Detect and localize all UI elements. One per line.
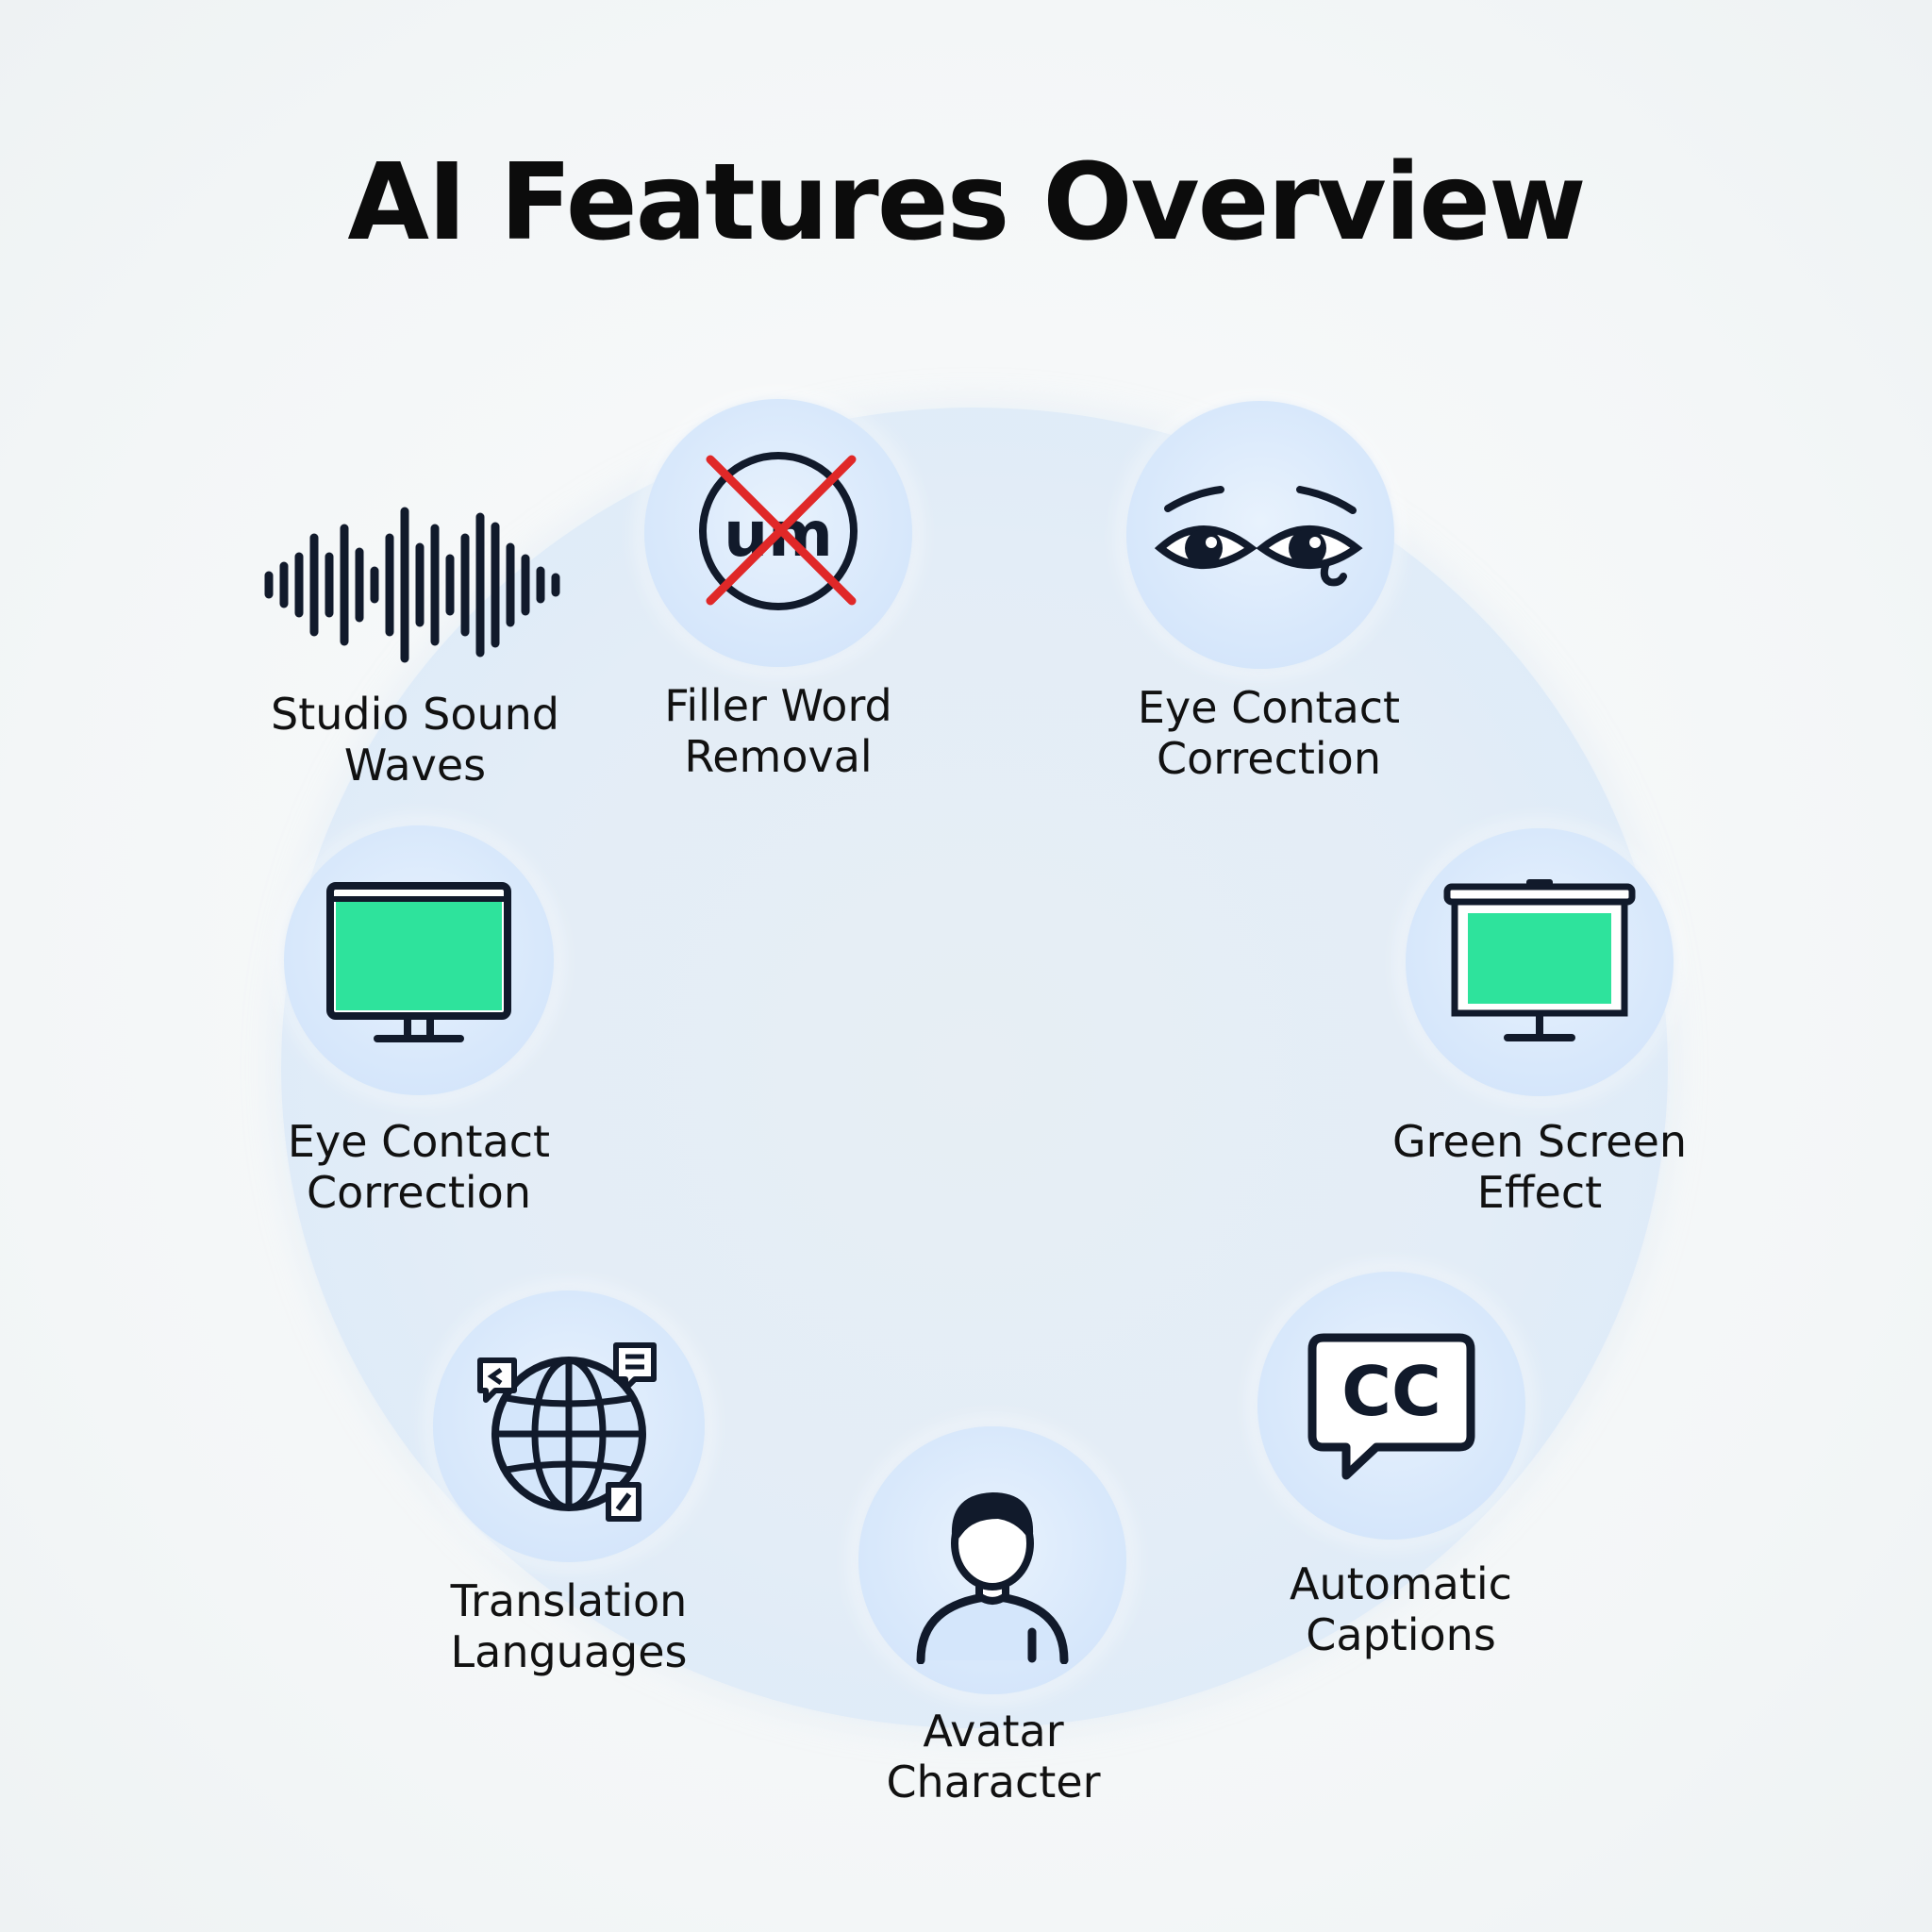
chat-bubble-right — [613, 1342, 657, 1391]
projector-screen-icon — [1443, 879, 1636, 1041]
cc-text: CC — [1341, 1352, 1441, 1431]
feature-label: Eye Contact Correction — [287, 1116, 551, 1218]
chat-bubble-bottom — [606, 1482, 641, 1522]
feature-green-screen[interactable]: Green Screen Effect — [1392, 828, 1687, 1224]
feature-studio-sound[interactable]: Studio Sound Waves — [264, 500, 566, 802]
feature-label: Automatic Captions — [1290, 1558, 1512, 1660]
monitor-icon — [326, 882, 511, 1042]
feature-captions[interactable]: CC Automatic Captions — [1257, 1272, 1525, 1668]
page-title: AI Features Overview — [347, 142, 1586, 264]
feature-eye-contact-top[interactable]: Eye Contact Correction — [1126, 401, 1400, 784]
feature-label: Studio Sound Waves — [271, 689, 559, 791]
filler-word-crossed-icon: um — [699, 452, 858, 610]
eyes-icon — [1155, 486, 1363, 587]
feature-filler-word[interactable]: um Filler Word Removal — [644, 399, 912, 782]
feature-label: Avatar Character — [886, 1706, 1101, 1807]
globe-chat-icon — [477, 1342, 657, 1522]
feature-label: Green Screen Effect — [1391, 1116, 1688, 1218]
feature-label: Eye Contact Correction — [1137, 682, 1401, 784]
feature-label: Filler Word Removal — [664, 680, 892, 782]
icon-disc — [1126, 401, 1394, 669]
feature-eye-contact-left[interactable]: Eye Contact Correction — [284, 825, 554, 1222]
person-avatar-icon — [916, 1492, 1069, 1664]
chat-bubble-left — [477, 1357, 517, 1403]
sound-wave-icon — [264, 507, 560, 663]
feature-avatar[interactable]: Avatar Character — [858, 1426, 1126, 1823]
cc-bubble-icon: CC — [1307, 1333, 1475, 1480]
feature-translation[interactable]: Translation Languages — [433, 1291, 705, 1687]
feature-label: Translation Languages — [450, 1575, 688, 1677]
